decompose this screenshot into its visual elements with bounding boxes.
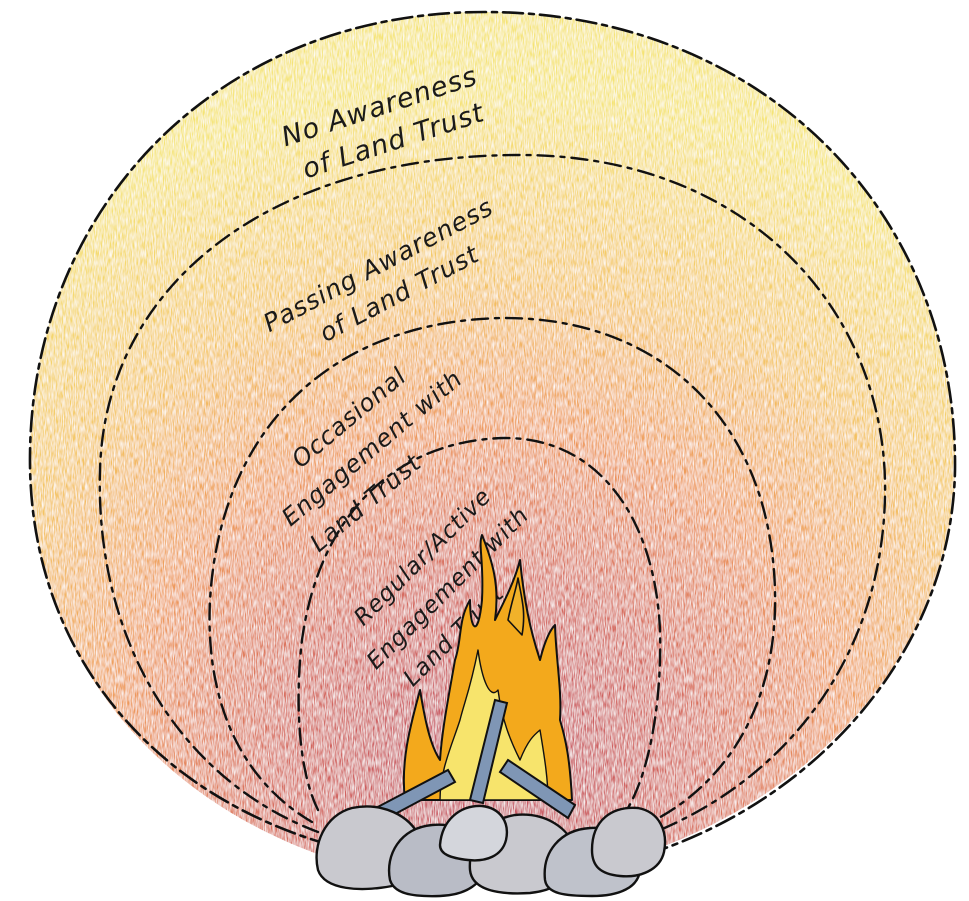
rock-icon [317,806,665,896]
